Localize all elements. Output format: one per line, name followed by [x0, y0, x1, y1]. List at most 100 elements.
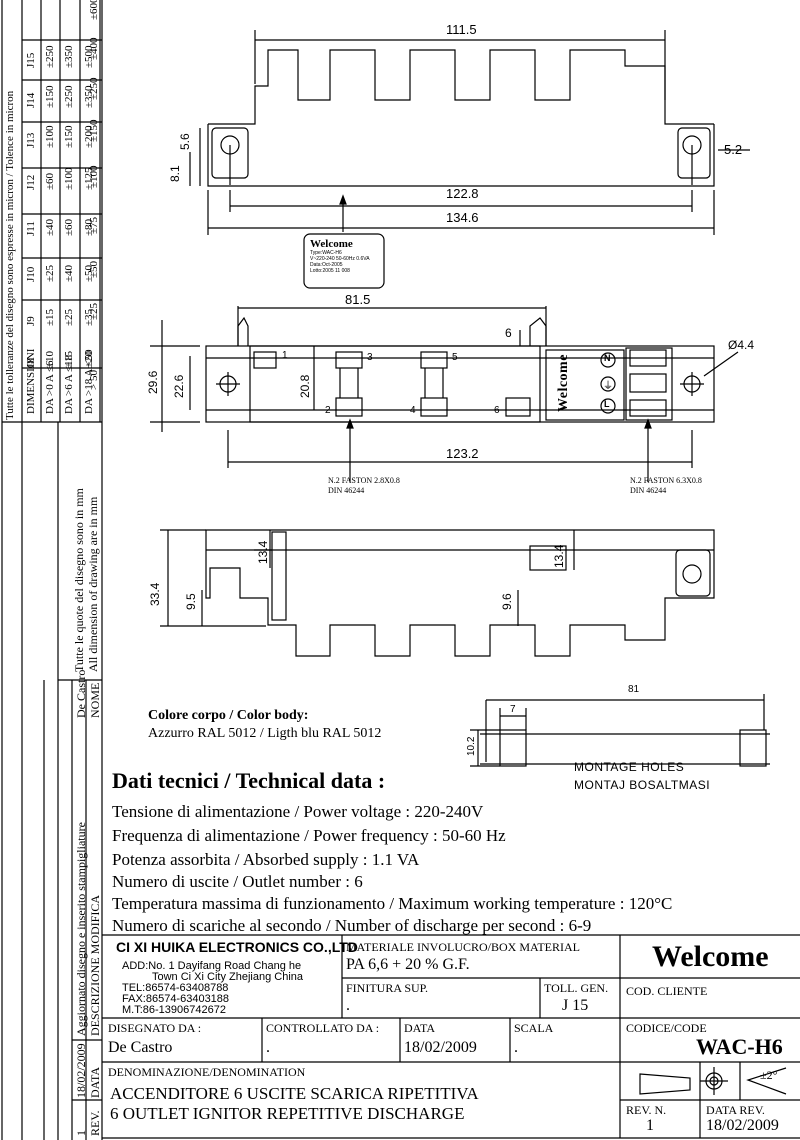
faston-right-2: DIN 46244	[630, 486, 667, 495]
code-value: WAC-H6	[696, 1034, 783, 1059]
sticker-brand: Welcome	[310, 238, 353, 250]
terminal-3: 3	[367, 352, 373, 363]
tol-r0c2: ±15	[44, 308, 56, 326]
rev-desc-header: DESCRIZIONE MODIFICA	[88, 895, 102, 1036]
brand-mark-rotated: Welcome	[556, 354, 571, 412]
dim-33-4: 33.4	[148, 582, 162, 606]
color-body-value: Azzurro RAL 5012 / Ligth blu RAL 5012	[148, 726, 382, 741]
dim-134-6: 134.6	[446, 210, 479, 225]
note-quote-it: Tutte le quote del disegno sono in mm	[72, 488, 86, 672]
client-label: COD. CLIENTE	[626, 984, 708, 998]
tol-r0c3: ±25	[44, 264, 56, 282]
tolerance-title: Tutte le tolleranze del disegno sono esp…	[4, 90, 16, 420]
faston-left: N.2 FASTON 2.8X0.8 DIN 46244	[328, 476, 400, 496]
tol-r3c4: ±100	[88, 165, 100, 188]
tol-row-4: > 50±25±50±75±100±150±250±400±600	[88, 0, 100, 390]
company-name: CI XI HUIKA ELECTRONICS CO.,LTD	[116, 939, 358, 955]
dim-13-4-right: 13.4	[552, 544, 566, 568]
company-address: ADD:No. 1 Dayifang Road Chang he Town Ci…	[122, 961, 303, 1016]
finish-value: .	[346, 997, 350, 1014]
dim-81-5: 81.5	[345, 292, 371, 307]
tol-r1c5: ±100	[63, 167, 75, 190]
tol-r0c1: ±10	[44, 350, 56, 368]
dim-5-2: 5.2	[724, 142, 743, 157]
company-fax: FAX:86574-63403188	[122, 993, 230, 1005]
tol-row-2: DA >6 A ≤18±15±25±40±60±100±150±250±350	[63, 45, 75, 414]
earth-icon: ⏚	[603, 381, 613, 392]
tolerance-label: TOLL. GEN.	[544, 981, 609, 995]
finish-label: FINITURA SUP.	[346, 981, 429, 995]
dim-m-10-2: 10.2	[466, 736, 477, 756]
rev-number-header: REV.	[88, 1110, 102, 1136]
dim-8-1: 8.1	[168, 165, 182, 182]
spec-outlets: Numero di uscite / Outlet number : 6	[112, 872, 363, 891]
tol-r3c5: ±150	[88, 119, 100, 142]
dim-9-5: 9.5	[184, 593, 198, 610]
date-rev-value: 18/02/2009	[706, 1117, 779, 1134]
tol-r3c7: ±400	[88, 37, 100, 60]
tol-r0c7: ±150	[44, 85, 56, 108]
tol-r3c0: > 50	[88, 370, 100, 390]
scale-label: SCALA	[514, 1021, 554, 1035]
denomination-it: ACCENDITORE 6 USCITE SCARICA RIPETITIVA	[110, 1084, 479, 1103]
tol-h3: J10	[25, 266, 37, 282]
dim-m-81: 81	[628, 684, 640, 695]
rev-date: 18/02/2009	[74, 1043, 88, 1098]
tol-r3c8: ±600	[88, 0, 100, 20]
denomination-en: 6 OUTLET IGNITOR REPETITIVE DISCHARGE	[110, 1104, 465, 1123]
faston-right: N.2 FASTON 6.3X0.8 DIN 46244	[630, 476, 702, 496]
tol-h8: J15	[25, 52, 37, 68]
scale-value: .	[514, 1039, 518, 1056]
tol-r0c6: ±100	[44, 125, 56, 148]
tol-r1c7: ±250	[63, 85, 75, 108]
rev-desc: Aggiornato disegno e inserito stampiglia…	[74, 822, 88, 1036]
dim-hole-dia: Ø4.4	[728, 338, 755, 352]
spec-discharge: Numero di scariche al secondo / Number o…	[112, 916, 592, 935]
tol-r1c4: ±60	[63, 218, 75, 236]
dim-20-8: 20.8	[298, 374, 312, 398]
code-label: CODICE/CODE	[626, 1021, 707, 1035]
date-value: 18/02/2009	[404, 1039, 477, 1056]
tol-h0: DIMENSIONI	[25, 348, 37, 414]
checked-value: .	[266, 1039, 270, 1056]
tol-h5: J12	[25, 174, 37, 190]
dim-13-4-left: 13.4	[256, 540, 270, 564]
terminal-6: 6	[494, 405, 500, 416]
faston-right-1: N.2 FASTON 6.3X0.8	[630, 476, 702, 485]
montage-line-1: MONTAGE HOLES	[574, 760, 685, 774]
dim-123-2: 123.2	[446, 446, 479, 461]
tol-r1c3: ±40	[63, 264, 75, 282]
checked-label: CONTROLLATO DA :	[266, 1021, 380, 1035]
company-address-1: ADD:No. 1 Dayifang Road Chang he	[122, 960, 302, 972]
dim-m-7: 7	[510, 704, 516, 715]
tol-h7: J14	[25, 92, 37, 108]
spec-temperature: Temperatura massima di funzionamento / M…	[112, 894, 673, 913]
dim-9-6: 9.6	[500, 593, 514, 610]
tol-r1c0: DA >6 A ≤18	[63, 354, 75, 414]
date-label: DATA	[404, 1021, 436, 1035]
denomination-label: DENOMINAZIONE/DENOMINATION	[108, 1065, 306, 1079]
rev-n-value: 1	[646, 1117, 654, 1134]
company-address-2: Town Ci Xi City Zhejiang China	[152, 971, 304, 983]
neutral-icon: N	[604, 353, 611, 363]
designed-value: De Castro	[108, 1039, 173, 1056]
date-rev-label: DATA REV.	[706, 1103, 765, 1117]
tol-h6: J13	[25, 132, 37, 148]
sticker-line-1: Type:WAC-H6	[310, 250, 342, 256]
tol-r0c8: ±250	[44, 45, 56, 68]
angle-tolerance: ±2°	[760, 1068, 778, 1082]
company-mobile: M.T:86-13906742672	[122, 1004, 226, 1016]
rev-name: De Castro	[74, 669, 88, 718]
spec-voltage: Tensione di alimentazione / Power voltag…	[112, 802, 484, 821]
terminal-5: 5	[452, 352, 458, 363]
terminal-2: 2	[325, 405, 331, 416]
live-icon: L	[604, 399, 610, 409]
tol-r1c6: ±150	[63, 125, 75, 148]
rev-name-header: NOME	[88, 682, 102, 718]
note-quote-en: All dimension of drawing are in mm	[86, 496, 100, 672]
dim-5-6: 5.6	[178, 133, 192, 150]
montage-line-2: MONTAJ BOSALTMASI	[574, 778, 711, 792]
designed-label: DISEGNATO DA :	[108, 1021, 202, 1035]
tol-r0c5: ±60	[44, 172, 56, 190]
tol-r3c3: ±75	[88, 216, 100, 234]
